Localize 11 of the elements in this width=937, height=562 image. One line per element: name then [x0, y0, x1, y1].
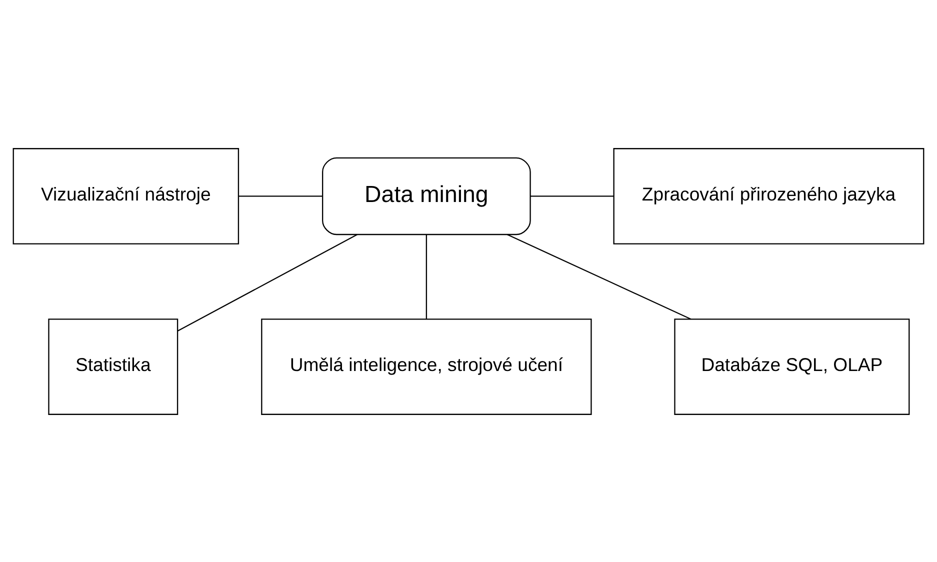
node-box: Vizualizační nástroje: [12, 148, 240, 244]
connector: [506, 233, 692, 320]
node-box: Zpracování přirozeného jazyka: [613, 148, 924, 244]
node-box: Data mining: [322, 156, 531, 235]
connector: [426, 234, 428, 319]
node-box: Databáze SQL, OLAP: [674, 318, 910, 414]
node-box: Umělá inteligence, strojové učení: [261, 318, 592, 414]
connector: [530, 195, 614, 196]
node-box: Statistika: [48, 318, 178, 414]
connector: [178, 234, 358, 331]
connector: [238, 195, 322, 196]
